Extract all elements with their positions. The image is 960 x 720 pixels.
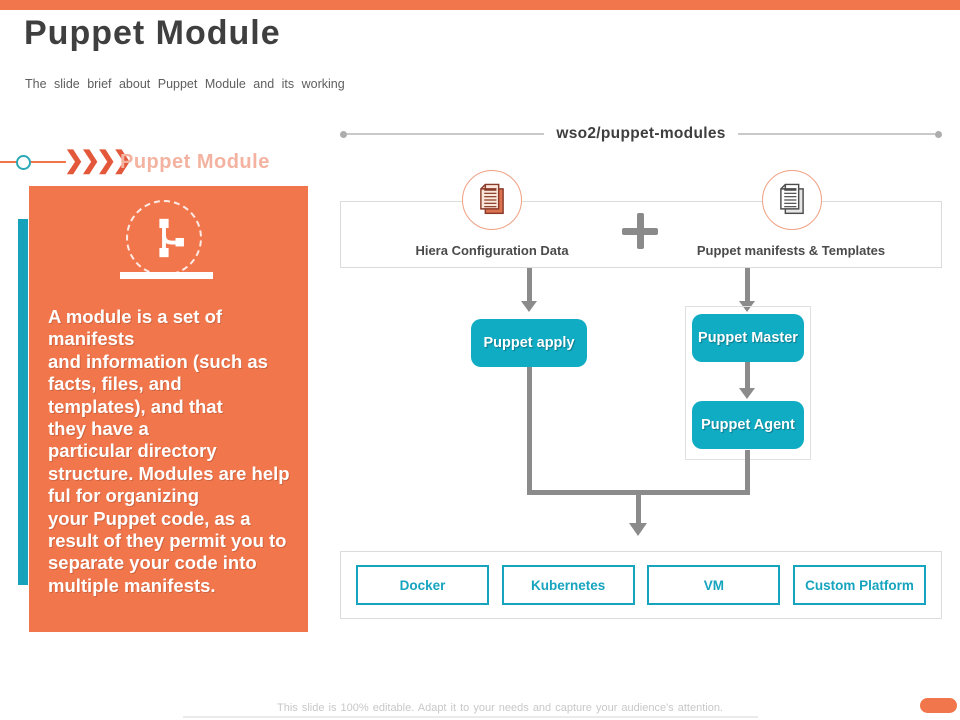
connector-apply-down	[526, 367, 532, 495]
header-line-left	[347, 133, 545, 135]
decor-line	[0, 161, 66, 163]
documents-icon	[462, 170, 522, 230]
input-label-manifests: Puppet manifests & Templates	[696, 243, 886, 258]
platform-docker: Docker	[356, 565, 489, 605]
arrow-line-master-agent	[744, 362, 750, 389]
chevrons-icon: ❯❯❯❯	[64, 147, 132, 174]
arrowhead-to-platforms	[629, 523, 647, 536]
node-puppet-master: Puppet Master	[692, 314, 804, 362]
documents-icon-glyph-right	[780, 183, 804, 215]
platforms-container: Docker Kubernetes VM Custom Platform	[340, 551, 942, 619]
arrow-line-to-apply	[526, 268, 532, 302]
diagram-header: wso2/puppet-modules	[340, 124, 943, 144]
module-description-panel: A module is a set of manifests and infor…	[29, 186, 308, 632]
platform-vm: VM	[647, 565, 781, 605]
footer-pill	[920, 698, 957, 713]
node-puppet-apply: Puppet apply	[471, 319, 587, 367]
footer-note: This slide is 100% editable. Adapt it to…	[277, 702, 723, 714]
bottom-hairline	[183, 716, 758, 718]
page-title: Puppet Module	[24, 14, 281, 52]
plus-icon	[622, 213, 658, 249]
line-end-dot-right	[935, 130, 943, 138]
platform-kubernetes: Kubernetes	[501, 565, 635, 605]
connector-agent-down	[744, 450, 750, 495]
left-panel-heading: Puppet Module	[120, 151, 270, 173]
documents-icon-glyph-left	[480, 183, 504, 215]
node-puppet-agent: Puppet Agent	[692, 401, 804, 449]
module-description-text: A module is a set of manifests and infor…	[48, 306, 290, 596]
arrow-line-to-master	[744, 268, 750, 302]
documents-icon	[762, 170, 822, 230]
input-label-hiera: Hiera Configuration Data	[415, 243, 569, 258]
platform-custom: Custom Platform	[792, 565, 926, 605]
decor-circle-icon	[16, 155, 31, 170]
arrowhead-to-apply	[521, 301, 537, 312]
plus-vertical	[636, 213, 644, 249]
top-accent-bar	[0, 0, 960, 10]
diagram-title: wso2/puppet-modules	[556, 125, 726, 142]
branch-icon-glyph	[159, 218, 184, 258]
icon-underline	[120, 272, 213, 279]
line-end-dot-left	[340, 130, 347, 138]
page-subtitle: The slide brief about Puppet Module and …	[25, 77, 345, 91]
connector-horizontal	[526, 490, 750, 495]
header-line-right	[737, 133, 936, 135]
arrowhead-master-agent	[739, 388, 755, 399]
arrow-line-to-platforms	[635, 495, 641, 524]
teal-accent-bar	[18, 219, 28, 585]
branch-icon	[126, 200, 202, 276]
